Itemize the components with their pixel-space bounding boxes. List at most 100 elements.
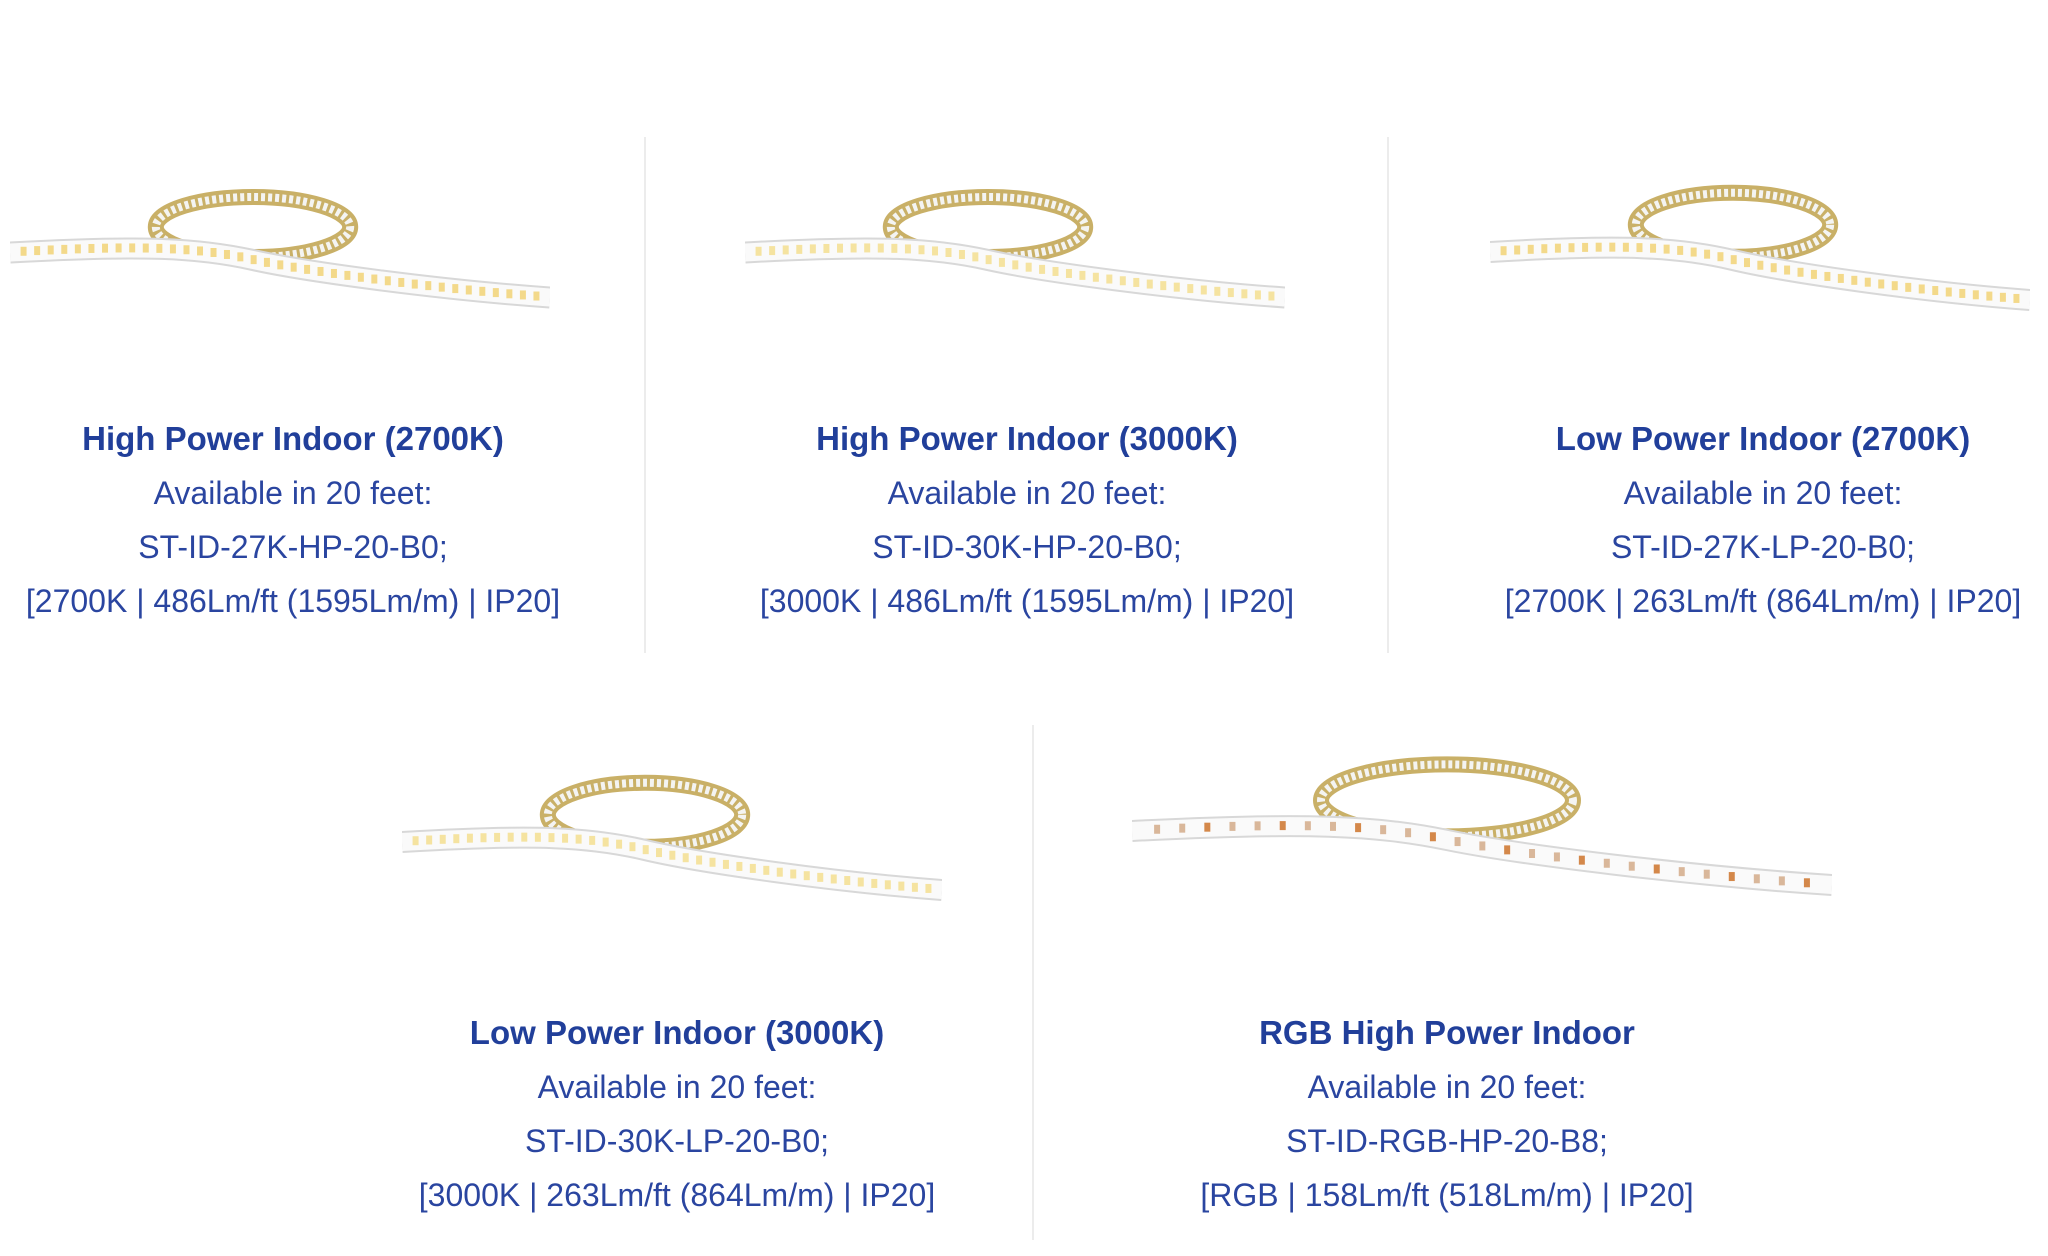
led-chip	[911, 882, 918, 892]
led-chip	[642, 845, 649, 855]
led-chip	[1622, 242, 1629, 252]
led-strip-image	[1490, 184, 2030, 311]
led-chip	[736, 861, 743, 871]
led-chip	[426, 835, 433, 845]
product-card: High Power Indoor (3000K) Available in 2…	[734, 412, 1320, 628]
led-chip	[223, 249, 230, 259]
product-title[interactable]: High Power Indoor (3000K)	[816, 420, 1238, 457]
led-chip	[1254, 821, 1261, 831]
led-chip	[945, 248, 952, 258]
product-sku: ST-ID-RGB-HP-20-B8;	[1286, 1123, 1608, 1159]
led-chip	[562, 833, 569, 843]
led-chip	[985, 255, 992, 265]
led-chip	[237, 252, 244, 262]
led-chip	[1730, 255, 1737, 265]
led-chip	[1268, 291, 1275, 301]
product-title[interactable]: High Power Indoor (2700K)	[82, 420, 504, 457]
led-chip	[1717, 252, 1724, 262]
led-chip	[1568, 243, 1575, 253]
product-card: RGB High Power Indoor Available in 20 fe…	[1154, 1006, 1740, 1222]
led-chip	[507, 832, 514, 842]
led-chip	[129, 243, 136, 253]
led-chip	[790, 869, 797, 879]
led-chip	[492, 288, 499, 298]
product-availability: Available in 20 feet:	[537, 1069, 817, 1105]
product-availability: Available in 20 feet:	[153, 475, 433, 511]
product-sku: ST-ID-30K-HP-20-B0;	[872, 529, 1182, 565]
led-chip	[412, 836, 419, 846]
led-chip	[1146, 279, 1153, 289]
product-specs: [2700K | 486Lm/ft (1595Lm/m) | IP20]	[25, 583, 561, 619]
product-availability: Available in 20 feet:	[1623, 475, 1903, 511]
led-chip	[1454, 837, 1461, 847]
led-chip	[357, 272, 364, 282]
led-chip	[1355, 823, 1362, 833]
led-chip	[1628, 861, 1635, 871]
led-chip	[1133, 277, 1140, 287]
led-chip	[1106, 274, 1113, 284]
led-chip	[1065, 268, 1072, 278]
led-chip	[1204, 822, 1211, 832]
led-chip	[398, 277, 405, 287]
led-chip	[2013, 293, 2020, 303]
led-chip	[1079, 270, 1086, 280]
product-title[interactable]: Low Power Indoor (3000K)	[469, 1014, 885, 1051]
product-specs: [RGB | 158Lm/ft (518Lm/m) | IP20]	[1200, 1177, 1694, 1213]
led-chip	[1179, 823, 1186, 833]
product-sku: ST-ID-27K-LP-20-B0;	[1610, 529, 1916, 565]
product-title[interactable]: RGB High Power Indoor	[1259, 1014, 1635, 1051]
led-chip	[629, 842, 636, 852]
led-chip	[655, 848, 662, 858]
led-chip	[1636, 243, 1643, 253]
led-chip	[589, 835, 596, 845]
led-chip	[1025, 262, 1032, 272]
led-chip	[918, 245, 925, 255]
led-chip	[1405, 828, 1412, 838]
led-chip	[1527, 244, 1534, 254]
led-chip	[519, 290, 526, 300]
led-chip	[1753, 874, 1760, 884]
led-chip	[755, 246, 762, 256]
led-chip	[884, 880, 891, 890]
product-card: High Power Indoor (2700K) Available in 2…	[0, 412, 586, 628]
led-chip	[317, 266, 324, 276]
led-chip	[1279, 821, 1286, 831]
led-chip	[803, 871, 810, 881]
led-chip	[1119, 276, 1126, 286]
led-chip	[1704, 249, 1711, 259]
led-chip	[1770, 263, 1777, 273]
led-chip	[411, 279, 418, 289]
led-chip	[1187, 284, 1194, 294]
column-divider	[1387, 137, 1389, 653]
led-chip	[1918, 284, 1925, 294]
led-strip-image	[745, 189, 1285, 309]
product-sku: ST-ID-30K-LP-20-B0;	[524, 1123, 830, 1159]
led-chip	[776, 867, 783, 877]
led-chip	[1609, 242, 1616, 252]
led-chip	[998, 257, 1005, 267]
led-chip	[749, 863, 756, 873]
led-chip	[575, 834, 582, 844]
led-chip	[1959, 288, 1966, 298]
led-chip	[465, 285, 472, 295]
led-chip	[74, 244, 81, 254]
led-chip	[1500, 246, 1507, 256]
led-chip	[1986, 291, 1993, 301]
product-specs: [2700K | 263Lm/ft (864Lm/m) | IP20]	[1504, 583, 2022, 619]
led-chip	[47, 245, 54, 255]
led-chip	[197, 246, 204, 256]
led-chip	[1595, 242, 1602, 252]
led-chip	[1214, 286, 1221, 296]
led-chip	[290, 262, 297, 272]
led-chip	[877, 243, 884, 253]
led-chip	[769, 246, 776, 256]
led-chip	[1529, 849, 1536, 859]
led-chip	[1690, 247, 1697, 257]
led-chip	[1932, 286, 1939, 296]
led-chip	[34, 246, 41, 256]
product-sku: ST-ID-27K-HP-20-B0;	[138, 529, 448, 565]
led-chip	[1678, 867, 1685, 877]
led-chip	[1878, 279, 1885, 289]
product-title[interactable]: Low Power Indoor (2700K)	[1555, 420, 1971, 457]
led-chip	[871, 878, 878, 888]
